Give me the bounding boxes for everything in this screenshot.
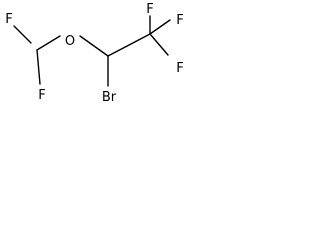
atom-o-ether-label: O xyxy=(65,34,75,49)
bond-c3-f4 xyxy=(149,19,171,35)
atom-br: Br xyxy=(102,90,117,105)
atom-br-label: Br xyxy=(102,90,117,105)
bond-c1-o xyxy=(36,35,61,51)
atom-f-top-right-label: F xyxy=(146,2,153,17)
atom-f-bottom-left: F xyxy=(38,88,45,103)
atom-f-right: F xyxy=(176,13,183,28)
bond-c2-c3 xyxy=(107,33,151,57)
atom-f-bottom-right-label: F xyxy=(176,61,183,76)
atom-f-top-right: F xyxy=(146,2,153,17)
atom-f-top-left: F xyxy=(5,12,12,27)
bond-o-c2 xyxy=(79,35,109,57)
bond-f1-c1 xyxy=(13,25,32,44)
atom-f-bottom-left-label: F xyxy=(38,88,45,103)
atom-f-top-left-label: F xyxy=(5,12,12,27)
atom-f-bottom-right: F xyxy=(176,61,183,76)
molecule-structure: F F O Br F F F xyxy=(5,2,183,105)
bond-c3-f5 xyxy=(149,33,169,56)
bond-c1-f2 xyxy=(36,49,41,85)
atom-o-ether: O xyxy=(65,34,75,49)
atom-f-right-label: F xyxy=(176,13,183,28)
